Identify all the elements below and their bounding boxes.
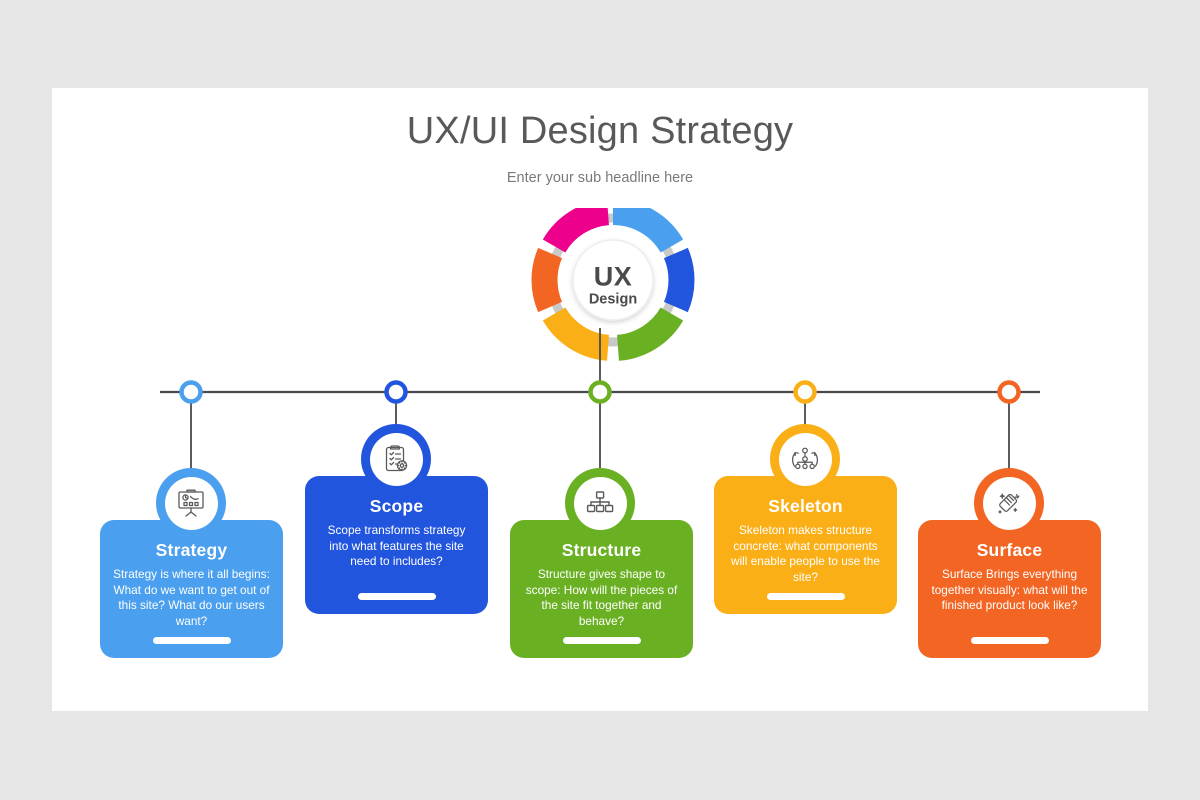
- polishing-hand-icon: [998, 493, 1020, 514]
- badge-surface[interactable]: [974, 468, 1044, 538]
- card-scope[interactable]: Scope Scope transforms strategy into wha…: [305, 476, 488, 614]
- badge-strategy-inner: [164, 476, 218, 530]
- node-strategy[interactable]: [179, 380, 203, 404]
- card-strategy[interactable]: Strategy Strategy is where it all begins…: [100, 520, 283, 658]
- hub-segment-2: [663, 247, 695, 313]
- card-skeleton-description: Skeleton makes structure concrete: what …: [731, 523, 880, 585]
- card-scope-description: Scope transforms strategy into what feat…: [327, 523, 466, 569]
- hub-segments: [531, 208, 695, 361]
- badge-scope[interactable]: [361, 424, 431, 494]
- card-structure[interactable]: Structure Structure gives shape to scope…: [510, 520, 693, 658]
- card-scope-bar: [357, 593, 436, 600]
- card-strategy-title: Strategy: [155, 540, 228, 560]
- card-structure-description: Structure gives shape to scope: How will…: [525, 567, 678, 629]
- hub-donut-chart: [531, 208, 695, 361]
- clipboard-checklist-icon: [385, 445, 408, 472]
- card-strategy-bar: [152, 637, 231, 644]
- hub-segment-1: [612, 208, 684, 253]
- page-title: UX/UI Design Strategy: [406, 110, 794, 152]
- slide-canvas: UX/UI Design Strategy Enter your sub hea…: [52, 88, 1148, 711]
- card-scope-title: Scope: [369, 496, 424, 516]
- badge-surface-inner: [982, 476, 1036, 530]
- card-surface-title: Surface: [976, 540, 1043, 560]
- card-skeleton-title: Skeleton: [768, 496, 843, 516]
- badge-structure[interactable]: [565, 468, 635, 538]
- card-strategy-description: Strategy is where it all begins: What do…: [113, 567, 270, 629]
- badge-skeleton-inner: [778, 432, 832, 486]
- card-surface-bar: [970, 637, 1049, 644]
- node-structure[interactable]: [588, 380, 612, 404]
- badge-structure-inner: [573, 476, 627, 530]
- hub-segment-6: [542, 208, 610, 253]
- node-scope[interactable]: [384, 380, 408, 404]
- card-surface-description: Surface Brings everything together visua…: [931, 567, 1088, 613]
- hub-segment-4: [542, 307, 610, 361]
- page-subtitle: Enter your sub headline here: [506, 170, 694, 186]
- badge-scope-inner: [369, 432, 423, 486]
- card-structure-bar: [562, 637, 641, 644]
- node-surface[interactable]: [997, 380, 1021, 404]
- ux-design-hub: UX Design: [524, 208, 702, 363]
- hub-segment-5: [531, 247, 563, 313]
- card-skeleton[interactable]: Skeleton Skeleton makes structure concre…: [714, 476, 897, 614]
- card-structure-title: Structure: [561, 540, 642, 560]
- hub-inner-plate: [572, 239, 654, 321]
- sitemap-hierarchy-icon: [586, 491, 614, 513]
- node-skeleton[interactable]: [793, 380, 817, 404]
- badge-skeleton[interactable]: [770, 424, 840, 494]
- presentation-board-icon: [178, 489, 204, 517]
- card-surface[interactable]: Surface Surface Brings everything togeth…: [918, 520, 1101, 658]
- hub-segment-3: [616, 307, 684, 361]
- badge-strategy[interactable]: [156, 468, 226, 538]
- network-nodes-icon: [791, 447, 819, 470]
- card-skeleton-bar: [766, 593, 845, 600]
